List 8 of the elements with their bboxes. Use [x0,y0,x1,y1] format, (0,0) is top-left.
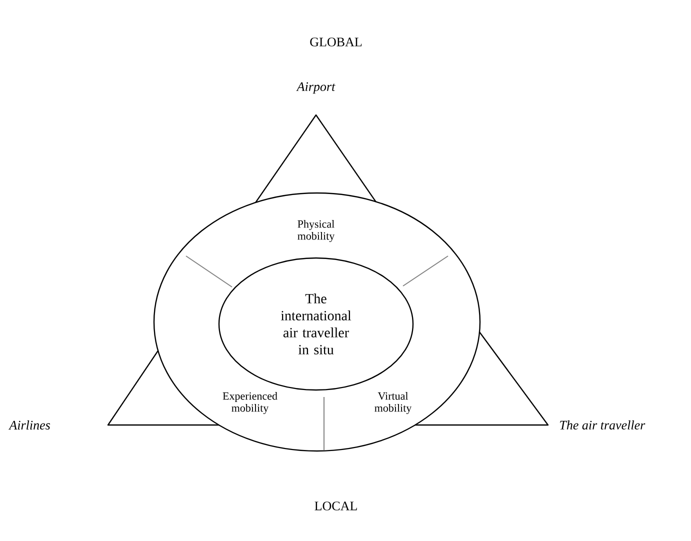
triangle-label: Airport [296,82,336,94]
segment-label: Virtual mobility [374,392,412,414]
segment-label: Experienced mobility [222,392,278,414]
triangle-label: Airlines [8,420,50,430]
triangle-label: The air traveller [560,420,646,430]
segment-label: Physical mobility [298,220,335,242]
scale-label: LOCAL [314,502,357,510]
scale-label: GLOBAL [310,38,362,46]
